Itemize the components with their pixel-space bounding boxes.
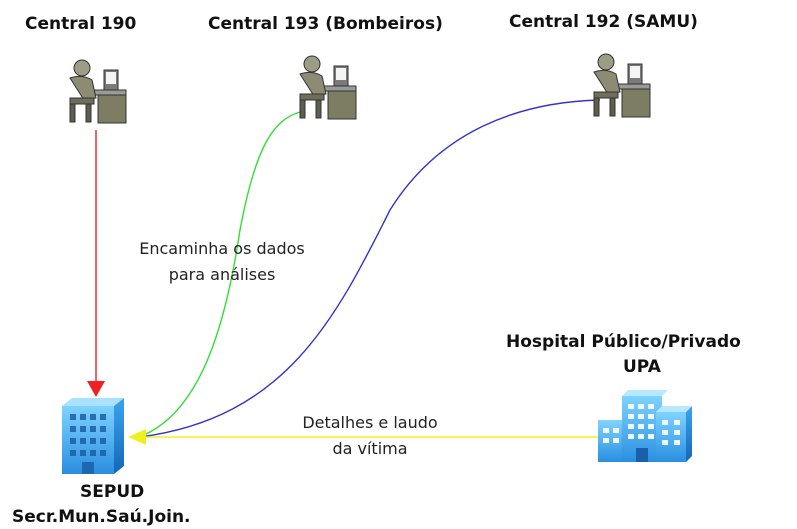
operator-workstation-icon — [299, 55, 357, 120]
forward-data-label-line2: para análises — [168, 265, 276, 284]
central-190-title: Central 190 — [25, 14, 137, 34]
hospital-subtitle: UPA — [623, 357, 661, 377]
operator-workstation-icon — [593, 53, 651, 118]
sepud-title: SEPUD — [80, 482, 145, 502]
victim-details-label: Detalhes e laudo da vítima — [270, 410, 470, 462]
forward-data-label: Encaminha os dados para análises — [112, 236, 332, 288]
hospital-title: Hospital Público/Privado — [506, 332, 741, 352]
hospital-building-icon — [598, 390, 692, 462]
central-192-title: Central 192 (SAMU) — [509, 12, 698, 32]
edge-central193-to-sepud — [139, 111, 301, 438]
edge-central192-to-sepud — [139, 99, 601, 438]
victim-details-label-line1: Detalhes e laudo — [302, 413, 438, 432]
forward-data-label-line1: Encaminha os dados — [139, 239, 305, 258]
edge-into-sepud-arrowhead — [128, 429, 146, 445]
edge-central190-arrowhead — [87, 381, 105, 397]
office-building-icon — [62, 398, 124, 474]
sepud-subtitle: Secr.Mun.Saú.Join. — [12, 507, 191, 527]
victim-details-label-line2: da vítima — [332, 439, 408, 458]
operator-workstation-icon — [69, 59, 127, 124]
central-193-title: Central 193 (Bombeiros) — [208, 14, 443, 34]
